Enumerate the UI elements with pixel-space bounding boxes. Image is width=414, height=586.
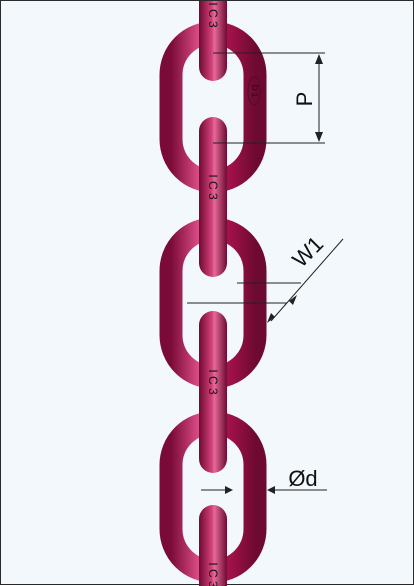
tag-mark-oval bbox=[247, 76, 261, 106]
grade-mark-lower: I C 3 bbox=[206, 369, 220, 395]
tag-mark: D 1 bbox=[250, 85, 259, 98]
pitch-label: P bbox=[292, 92, 317, 107]
diameter-label: Ød bbox=[288, 466, 317, 491]
diameter-dimension bbox=[201, 486, 327, 494]
chain-link-edge-bottom bbox=[199, 505, 227, 586]
chain-link-edge-2 bbox=[199, 117, 227, 277]
chain-link-edge-3 bbox=[199, 311, 227, 473]
grade-mark-middle: I C 3 bbox=[206, 174, 220, 200]
grade-mark-bottom: I C 3 bbox=[206, 562, 220, 586]
chain-link-edge-top bbox=[199, 1, 227, 81]
grade-mark-top: I C 3 bbox=[206, 2, 220, 28]
width-label: W1 bbox=[287, 231, 328, 272]
width-dimension bbox=[187, 238, 344, 323]
pitch-dimension bbox=[213, 52, 325, 144]
